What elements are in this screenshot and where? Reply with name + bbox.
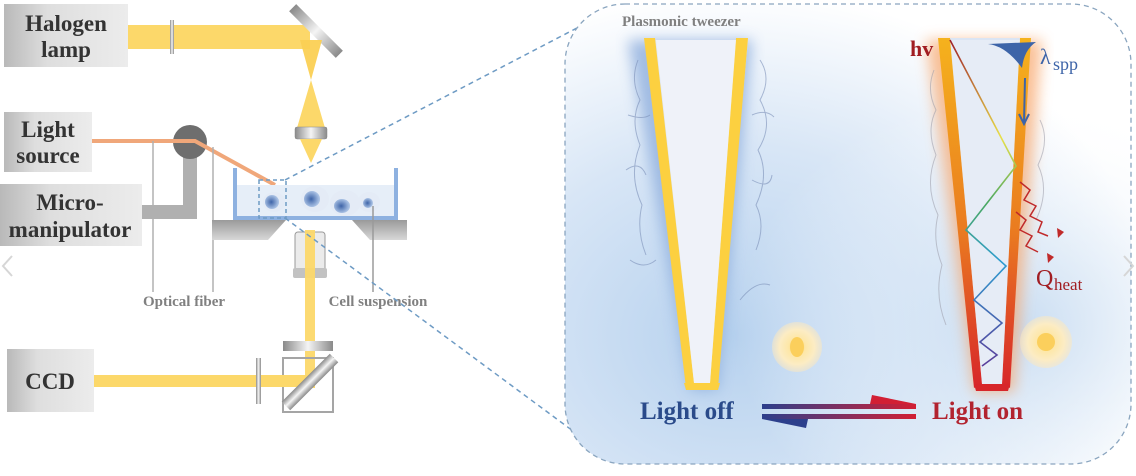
lens-halogen	[170, 20, 174, 54]
photon-symbol: hv	[910, 36, 933, 61]
beam-cone-lower	[297, 80, 325, 128]
q-subscript: heat	[1054, 275, 1083, 294]
micromanipulator: Micro- manipulator	[0, 184, 142, 246]
optical-fiber-label: Optical fiber	[143, 294, 225, 310]
spp-arrow-line	[1023, 77, 1026, 123]
cell-right-nucleus	[1037, 333, 1055, 351]
halogen-lamp: Halogen lamp	[4, 4, 128, 67]
tube-lens	[283, 341, 333, 351]
halogen-lamp-label-line2: lamp	[41, 37, 91, 62]
vertical-beam	[305, 230, 315, 388]
q-symbol: Q	[1036, 266, 1053, 292]
cell-left-nucleus	[790, 337, 804, 357]
spp-arrow-head-icon	[1018, 113, 1030, 127]
light-ray-zigzag	[949, 39, 1017, 367]
lambda-subscript: spp	[1053, 54, 1078, 74]
cell-dish	[233, 168, 398, 220]
heat-wave-1	[1019, 181, 1049, 237]
halogen-beam	[128, 25, 310, 49]
splitter-mirror	[281, 353, 339, 411]
halogen-lamp-label-line1: Halogen	[25, 11, 107, 36]
beam-cone-upper	[300, 40, 322, 80]
light-off-label: Light off	[640, 398, 734, 425]
micromanipulator-label-line2: manipulator	[9, 217, 132, 242]
ccd-lens	[256, 358, 261, 404]
equilibrium-arrows	[762, 395, 916, 428]
heat-arrow-head-1	[1057, 228, 1064, 238]
lambda-symbol: λ	[1040, 44, 1051, 69]
chevron-left-icon[interactable]	[0, 254, 14, 278]
inset-title: Plasmonic tweezer	[622, 14, 741, 30]
cell-suspension-label: Cell suspension	[329, 294, 428, 310]
stage-right	[352, 220, 407, 240]
heat-wave-2	[1015, 211, 1039, 253]
light-source-label-line2: source	[16, 143, 79, 168]
stage-left	[212, 220, 286, 240]
spp-wave-icon	[988, 42, 1036, 68]
mirror-top	[289, 4, 343, 58]
condenser-lens	[294, 126, 328, 140]
zoom-line-bottom	[284, 217, 597, 449]
zoom-region	[258, 179, 287, 219]
ccd-camera: CCD	[7, 349, 94, 412]
light-source-label-line1: Light	[21, 117, 75, 142]
tweezer-tip-on	[926, 38, 1045, 392]
chevron-right-icon[interactable]	[1122, 254, 1136, 278]
ccd-beam	[94, 375, 315, 387]
light-source: Light source	[4, 112, 92, 172]
heat-arrow-head-2	[1047, 253, 1054, 263]
tweezer-tip-off	[625, 38, 775, 390]
optical-fiber-line	[92, 139, 276, 187]
light-on-label: Light on	[932, 398, 1023, 425]
beam-cone-bottom	[300, 139, 322, 163]
manipulator-arm	[142, 152, 197, 219]
micromanipulator-label-line1: Micro-	[36, 190, 103, 215]
ccd-label: CCD	[25, 369, 75, 394]
